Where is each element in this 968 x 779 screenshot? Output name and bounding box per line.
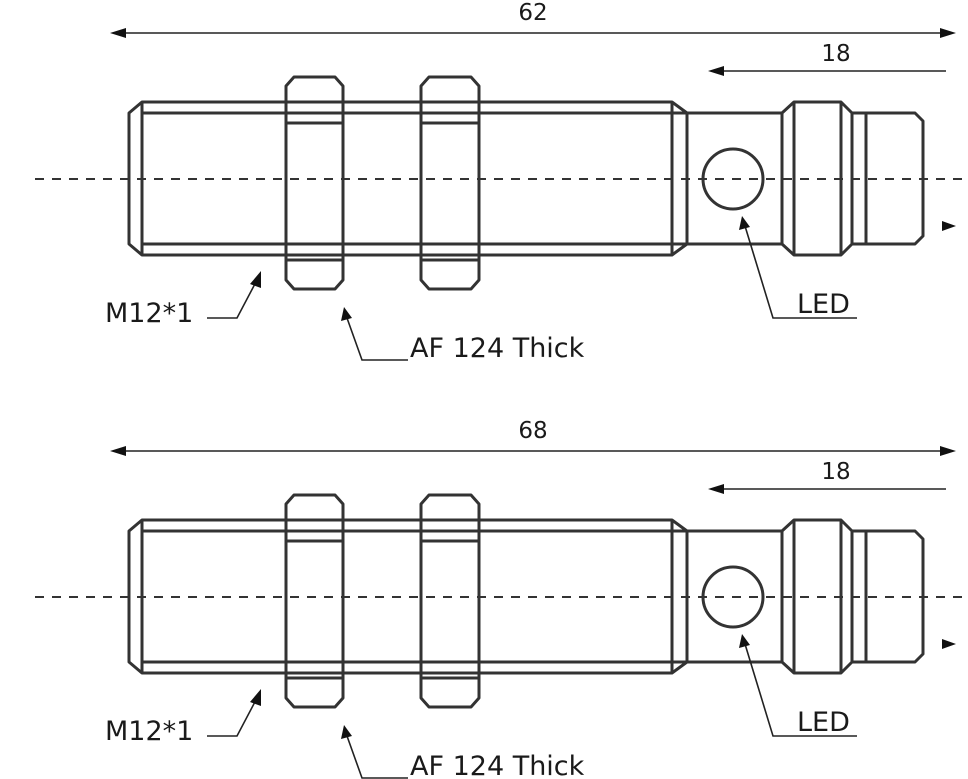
sensor-drawing-68: 68 18 M12*1 AF 124 Thick LED [33,418,964,779]
overall-length-dimension: 68 [518,418,547,444]
thread-label: M12*1 [105,298,193,329]
sensing-length-dimension: 18 [821,459,850,485]
led-label: LED [797,289,850,320]
sensing-length-dimension: 18 [821,41,850,67]
nut-label: AF 124 Thick [410,751,585,779]
sensor-drawing-62: 62 18 M12*1 AF 124 Thick LED [33,0,964,364]
nut-label: AF 124 Thick [410,333,585,364]
overall-length-dimension: 62 [518,0,547,26]
thread-label: M12*1 [105,716,193,747]
led-label: LED [797,707,850,738]
